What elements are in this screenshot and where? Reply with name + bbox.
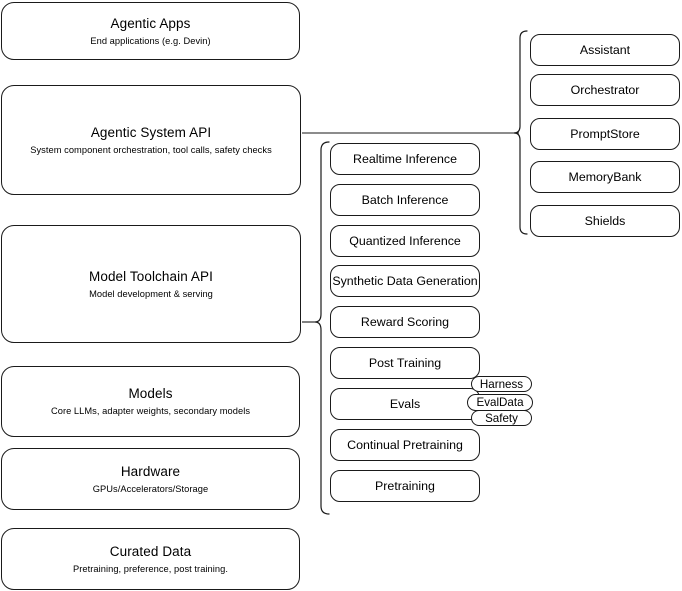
system-api-item-promptstore[interactable]: PromptStore [530, 118, 680, 150]
stack-layer-title: Agentic Apps [110, 15, 191, 31]
stack-layer-subtitle: Pretraining, preference, post training. [73, 563, 228, 574]
toolchain-item-label: Synthetic Data Generation [332, 273, 478, 288]
stack-layer-model-toolchain-api[interactable]: Model Toolchain API Model development & … [1, 225, 301, 343]
stack-layer-subtitle: System component orchestration, tool cal… [30, 144, 272, 155]
stack-layer-subtitle: GPUs/Accelerators/Storage [92, 483, 209, 494]
system-api-item-label: MemoryBank [568, 169, 642, 184]
toolchain-item-label: Quantized Inference [349, 233, 461, 248]
toolchain-item-label: Post Training [368, 355, 442, 370]
stack-layer-title: Curated Data [109, 543, 192, 559]
system-api-item-label: Shields [584, 213, 626, 228]
system-api-item-label: Orchestrator [570, 82, 640, 97]
system-api-item-label: Assistant [579, 42, 631, 57]
toolchain-item-post-training[interactable]: Post Training [330, 347, 480, 379]
toolchain-item-label: Pretraining [375, 478, 435, 493]
eval-badge-label: EvalData [476, 396, 524, 409]
stack-layer-subtitle: Model development & serving [89, 288, 213, 299]
system-api-item-label: PromptStore [570, 126, 640, 141]
system-api-item-assistant[interactable]: Assistant [530, 34, 680, 66]
toolchain-item-quantized-inference[interactable]: Quantized Inference [330, 225, 480, 257]
system-api-item-orchestrator[interactable]: Orchestrator [530, 74, 680, 106]
toolchain-item-label: Evals [389, 396, 421, 411]
stack-layer-subtitle: Core LLMs, adapter weights, secondary mo… [50, 406, 251, 416]
toolchain-item-realtime-inference[interactable]: Realtime Inference [330, 143, 480, 175]
stack-layer-hardware[interactable]: Hardware GPUs/Accelerators/Storage [1, 448, 300, 510]
toolchain-item-evals[interactable]: Evals [330, 388, 480, 420]
stack-layer-curated-data[interactable]: Curated Data Pretraining, preference, po… [1, 528, 300, 590]
system-api-item-memorybank[interactable]: MemoryBank [530, 161, 680, 193]
stack-layer-title: Models [128, 386, 173, 401]
toolchain-item-synthetic-data-generation[interactable]: Synthetic Data Generation [330, 265, 480, 297]
stack-layer-title: Model Toolchain API [89, 268, 213, 284]
stack-layer-title: Agentic System API [90, 124, 212, 140]
stack-layer-subtitle: End applications (e.g. Devin) [90, 35, 211, 46]
stack-layer-title: Hardware [120, 463, 181, 479]
toolchain-item-label: Reward Scoring [360, 314, 450, 329]
eval-badge-harness[interactable]: Harness [471, 376, 532, 392]
toolchain-item-continual-pretraining[interactable]: Continual Pretraining [330, 429, 480, 461]
eval-badge-evaldata[interactable]: EvalData [467, 394, 533, 411]
eval-badge-label: Safety [485, 411, 518, 425]
toolchain-item-label: Realtime Inference [353, 151, 457, 166]
stack-layer-agentic-system-api[interactable]: Agentic System API System component orch… [1, 85, 301, 195]
stack-layer-agentic-apps[interactable]: Agentic Apps End applications (e.g. Devi… [1, 2, 300, 60]
eval-badge-label: Harness [479, 377, 524, 391]
toolchain-item-label: Batch Inference [361, 192, 449, 207]
system-api-item-shields[interactable]: Shields [530, 205, 680, 237]
stack-layer-models[interactable]: Models Core LLMs, adapter weights, secon… [1, 366, 300, 437]
toolchain-item-batch-inference[interactable]: Batch Inference [330, 184, 480, 216]
toolchain-item-reward-scoring[interactable]: Reward Scoring [330, 306, 480, 338]
toolchain-item-label: Continual Pretraining [347, 437, 463, 452]
eval-badge-safety[interactable]: Safety [471, 410, 532, 426]
toolchain-item-pretraining[interactable]: Pretraining [330, 470, 480, 502]
